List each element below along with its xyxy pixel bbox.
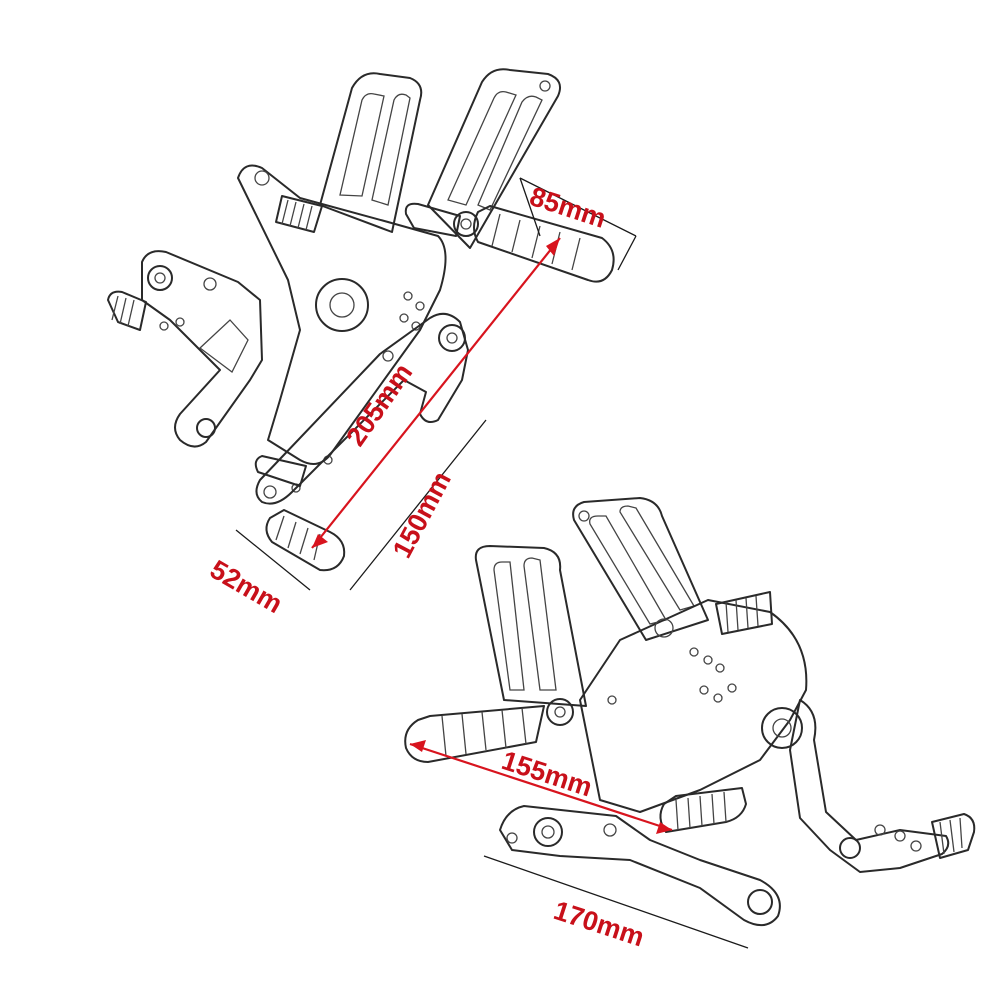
right-passenger-stub bbox=[715, 591, 773, 635]
left-passenger-stub bbox=[275, 195, 323, 233]
left-mount-arm bbox=[141, 250, 263, 448]
label-85mm: 85mm bbox=[526, 181, 609, 234]
label-205mm: 205mm bbox=[340, 358, 418, 451]
label-155mm: 155mm bbox=[498, 745, 596, 802]
left-lever-tip bbox=[265, 509, 346, 572]
left-rearset-assembly: 85mm 205mm 150mm 52mm bbox=[107, 68, 637, 619]
peg-span-arrowhead-left bbox=[410, 740, 426, 752]
peg-span-arrowhead-right bbox=[656, 822, 672, 834]
left-main-plate bbox=[237, 164, 447, 493]
base-width-line bbox=[483, 855, 749, 949]
right-rearset-assembly: 155mm 170mm bbox=[404, 497, 976, 952]
left-hanger-bracket-a bbox=[319, 72, 423, 233]
right-spring-stub bbox=[659, 787, 747, 833]
left-spring-stub bbox=[107, 290, 147, 331]
right-lever bbox=[789, 699, 950, 873]
left-dimension-lines bbox=[235, 177, 637, 591]
peg-span-arrow bbox=[409, 742, 673, 832]
diagonal-arrow bbox=[311, 237, 561, 549]
right-hanger-bracket-a bbox=[474, 545, 587, 707]
right-mount-arm bbox=[499, 805, 781, 927]
left-foot-peg bbox=[404, 202, 615, 283]
left-lever bbox=[254, 312, 469, 505]
right-main-plate bbox=[579, 599, 808, 813]
right-dimension-lines bbox=[409, 740, 749, 949]
label-52mm: 52mm bbox=[205, 554, 288, 619]
height-line bbox=[349, 419, 487, 591]
diagonal-arrowhead-top bbox=[546, 238, 560, 256]
diagonal-arrowhead-bottom bbox=[312, 534, 328, 548]
label-170mm: 170mm bbox=[550, 895, 648, 952]
left-hanger-bracket-b bbox=[427, 68, 561, 249]
peg-length-line bbox=[519, 177, 637, 237]
label-150mm: 150mm bbox=[387, 467, 457, 563]
peg-length-ext-b bbox=[617, 235, 637, 271]
right-lever-tip bbox=[931, 813, 976, 859]
right-foot-peg bbox=[404, 698, 574, 763]
lever-tip-line bbox=[235, 529, 311, 591]
right-hanger-bracket-b bbox=[572, 497, 709, 641]
peg-length-ext-a bbox=[519, 177, 541, 237]
